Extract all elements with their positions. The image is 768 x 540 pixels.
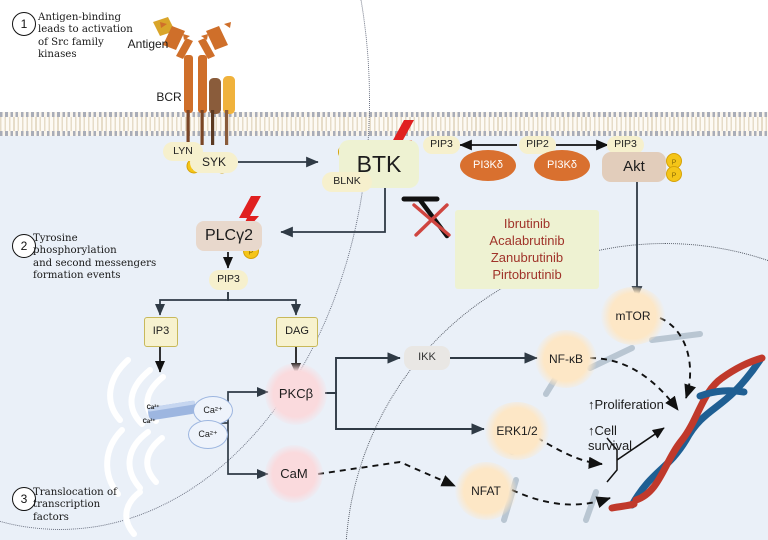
- arrow-nfat-to-dna: [511, 489, 611, 508]
- outcome-proliferation: ↑Proliferation: [588, 397, 664, 412]
- arrow-nfkb-to-dna: [589, 357, 679, 411]
- calcium-ion-small-1: Ca²⁺: [146, 404, 160, 411]
- bcr-label: BCR: [156, 89, 182, 104]
- membrane-inner-leaflet: [0, 131, 768, 136]
- node-ikk[interactable]: IKK: [404, 346, 450, 370]
- node-pip2[interactable]: PIP2: [519, 136, 556, 154]
- node-akt[interactable]: Akt: [602, 152, 666, 182]
- node-nfat[interactable]: NFAT: [455, 462, 517, 520]
- arrow-ca-to-cam: [227, 423, 269, 480]
- calcium-ion-2: Ca²⁺: [188, 420, 228, 449]
- step-2-number: 2: [12, 234, 36, 258]
- outcome-cell-survival: ↑Cell survival: [588, 423, 633, 453]
- inhibitor-cross-icon: [412, 203, 451, 237]
- arrow-pkcb-to-erk: [325, 392, 485, 435]
- arrow-mtor-to-dna: [659, 317, 696, 399]
- arrow-erk-to-dna: [527, 431, 603, 469]
- svg-text:P: P: [249, 250, 254, 257]
- antigen-label: Antigen: [127, 36, 169, 51]
- svg-text:P: P: [672, 160, 677, 167]
- node-pip3-right[interactable]: PIP3: [607, 136, 644, 154]
- dna-double-helix: [608, 354, 766, 512]
- node-pip3-left[interactable]: PIP3: [423, 136, 460, 154]
- antigen-glyph: [153, 17, 175, 36]
- node-dag[interactable]: DAG: [276, 317, 318, 347]
- arrow-pip3-to-dag: [227, 292, 302, 316]
- node-ip3[interactable]: IP3: [144, 317, 178, 347]
- step-2-text: Tyrosine phosphorylation and second mess…: [33, 233, 157, 282]
- node-pkcb[interactable]: PKCβ: [265, 363, 327, 425]
- node-pi3kd-right[interactable]: PI3Kδ: [534, 150, 590, 181]
- bcr-receptor: [153, 17, 235, 145]
- btk-inhibitor-drug-list: Ibrutinib Acalabrutinib Zanubrutinib Pir…: [455, 210, 599, 289]
- transcription-arrow: [606, 427, 665, 483]
- node-pi3kd-left[interactable]: PI3Kδ: [460, 150, 516, 181]
- calcium-ion-small-2: Ca²⁺: [142, 418, 156, 425]
- node-erk[interactable]: ERK1/2: [484, 402, 550, 460]
- node-nfkb[interactable]: NF-κB: [535, 330, 597, 388]
- step-1-number: 1: [12, 12, 36, 36]
- step-1-text: Antigen-binding leads to activation of S…: [38, 12, 133, 61]
- arrow-btk-to-plcg2: [280, 188, 386, 238]
- membrane-outer-leaflet: [0, 112, 768, 117]
- endoplasmic-reticulum: [104, 357, 166, 537]
- svg-text:P: P: [672, 173, 677, 180]
- arrow-cam-to-nfat: [317, 461, 456, 487]
- step-3-text: Translocation of transcription factors: [33, 487, 117, 523]
- node-pip3-plc[interactable]: PIP3: [209, 270, 248, 290]
- calcium-channel: [147, 400, 197, 420]
- phosphate-akt-2: P: [666, 166, 682, 182]
- node-syk[interactable]: SYK: [190, 152, 238, 173]
- node-cam[interactable]: CaM: [265, 445, 323, 503]
- btk-inhibitor-block: [401, 196, 451, 239]
- node-blnk[interactable]: BLNK: [322, 172, 372, 192]
- step-3-number: 3: [12, 487, 36, 511]
- phosphate-akt-1: P: [666, 153, 682, 169]
- node-mtor[interactable]: mTOR: [600, 287, 666, 345]
- node-plcg2[interactable]: PLCγ2: [196, 221, 262, 251]
- translocation-arrows: [511, 317, 696, 508]
